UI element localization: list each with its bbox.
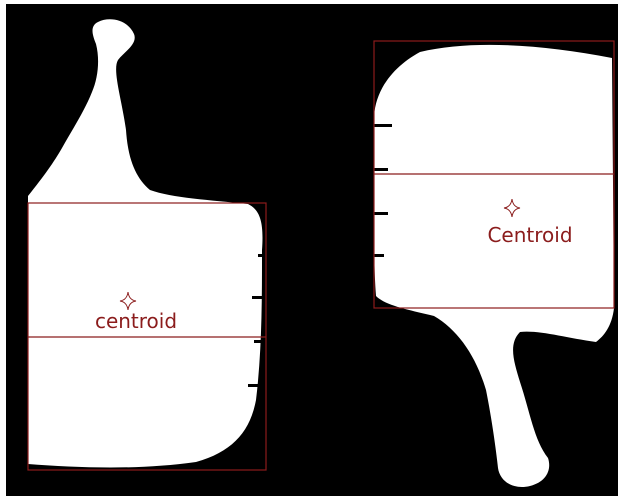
thumbs-down-finger-gap-1 bbox=[374, 124, 392, 127]
thumbs-down-finger-gap-2 bbox=[374, 168, 388, 171]
thumbs-down-finger-gap-3 bbox=[374, 212, 388, 215]
thumbs-up-finger-gap-2 bbox=[252, 296, 266, 299]
thumbs-up-finger-gap-3 bbox=[254, 340, 266, 343]
thumbs-down-centroid-label: Centroid bbox=[487, 223, 572, 247]
thumbs-down-finger-gap-4 bbox=[374, 254, 384, 257]
thumbs-up-finger-gap-4 bbox=[248, 384, 266, 387]
thumbs-up-centroid-label: centroid bbox=[95, 309, 177, 333]
thumbs-up-finger-gap-1 bbox=[258, 254, 266, 257]
